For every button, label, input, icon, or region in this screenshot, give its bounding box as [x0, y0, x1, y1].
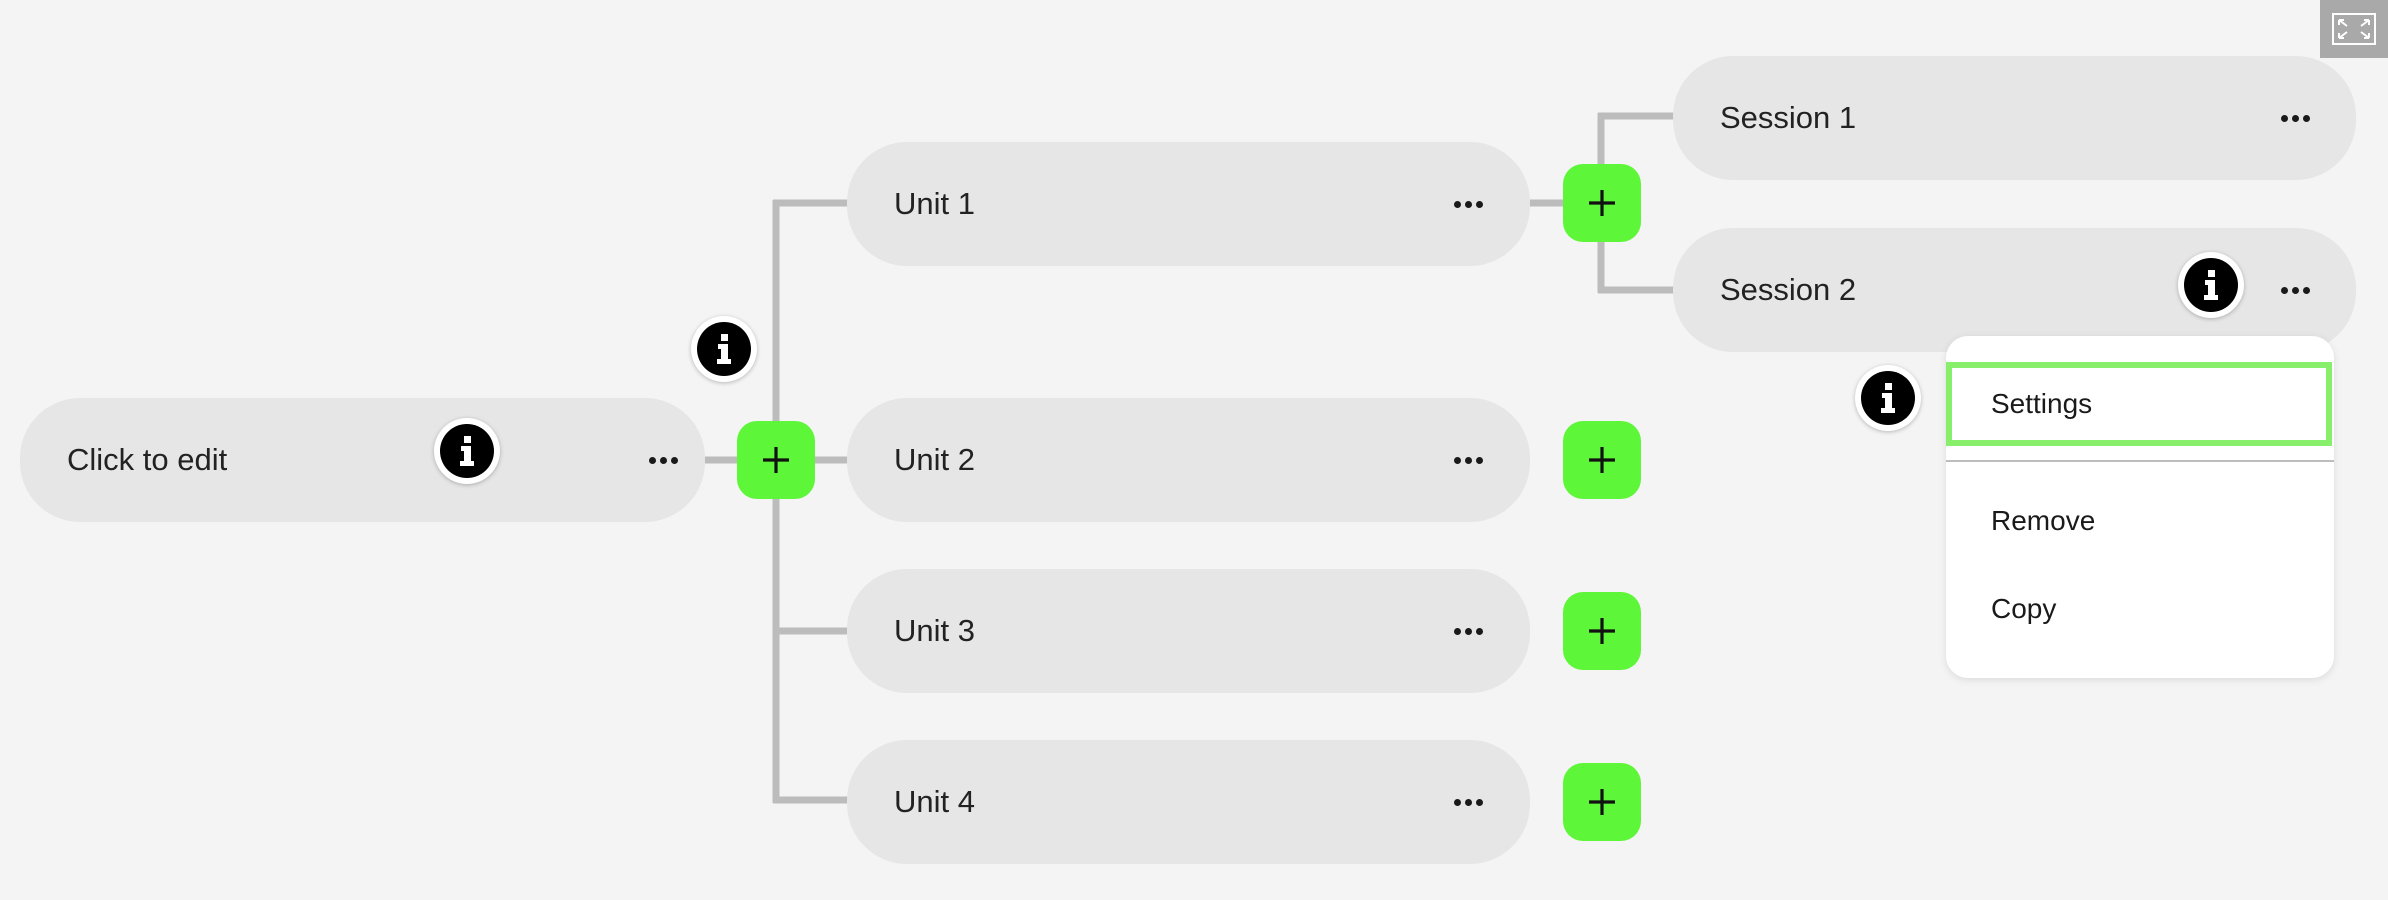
info-icon[interactable]	[1855, 365, 1921, 431]
plus-icon	[1589, 789, 1615, 815]
more-dots-icon[interactable]	[1446, 189, 1490, 219]
unit-node-2[interactable]: Unit 2	[847, 398, 1530, 522]
plus-icon	[1589, 190, 1615, 216]
more-dots-icon[interactable]	[1446, 445, 1490, 475]
unit-node-4[interactable]: Unit 4	[847, 740, 1530, 864]
menu-divider	[1946, 460, 2334, 462]
add-child-button-unit-2[interactable]	[1563, 421, 1641, 499]
fullscreen-icon	[2332, 13, 2376, 45]
plus-icon	[1589, 447, 1615, 473]
menu-item-settings[interactable]: Settings	[1946, 362, 2332, 446]
menu-item-label: Copy	[1991, 593, 2057, 624]
node-label[interactable]: Session 1	[1720, 100, 1857, 135]
more-dots-icon[interactable]	[1446, 787, 1490, 817]
menu-item-label: Settings	[1991, 388, 2093, 419]
info-icon[interactable]	[434, 418, 500, 484]
unit-node-1[interactable]: Unit 1	[847, 142, 1530, 266]
menu-item-copy[interactable]: Copy	[1946, 574, 2334, 644]
unit-node-3[interactable]: Unit 3	[847, 569, 1530, 693]
add-child-button-root[interactable]	[737, 421, 815, 499]
more-dots-icon[interactable]	[1446, 616, 1490, 646]
info-icon[interactable]	[691, 316, 757, 382]
menu-item-label: Remove	[1991, 505, 2096, 536]
more-dots-icon[interactable]	[2273, 275, 2317, 305]
node-label[interactable]: Unit 1	[894, 186, 975, 221]
plus-icon	[1589, 618, 1615, 644]
menu-item-remove[interactable]: Remove	[1946, 486, 2334, 556]
context-menu: Settings Remove Copy	[1946, 336, 2334, 678]
add-child-button-unit-1[interactable]	[1563, 164, 1641, 242]
add-child-button-unit-4[interactable]	[1563, 763, 1641, 841]
node-label[interactable]: Session 2	[1720, 272, 1857, 307]
node-label[interactable]: Click to edit	[67, 442, 228, 477]
root-node[interactable]: Click to edit	[20, 398, 705, 522]
node-label[interactable]: Unit 3	[894, 613, 975, 648]
session-node-2[interactable]: Session 2	[1673, 228, 2356, 352]
more-dots-icon[interactable]	[2273, 103, 2317, 133]
node-label[interactable]: Unit 4	[894, 784, 975, 819]
fullscreen-button[interactable]	[2320, 0, 2388, 58]
info-icon[interactable]	[2178, 252, 2244, 318]
node-label[interactable]: Unit 2	[894, 442, 975, 477]
add-child-button-unit-3[interactable]	[1563, 592, 1641, 670]
session-node-1[interactable]: Session 1	[1673, 56, 2356, 180]
more-dots-icon[interactable]	[641, 445, 685, 475]
plus-icon	[763, 447, 789, 473]
